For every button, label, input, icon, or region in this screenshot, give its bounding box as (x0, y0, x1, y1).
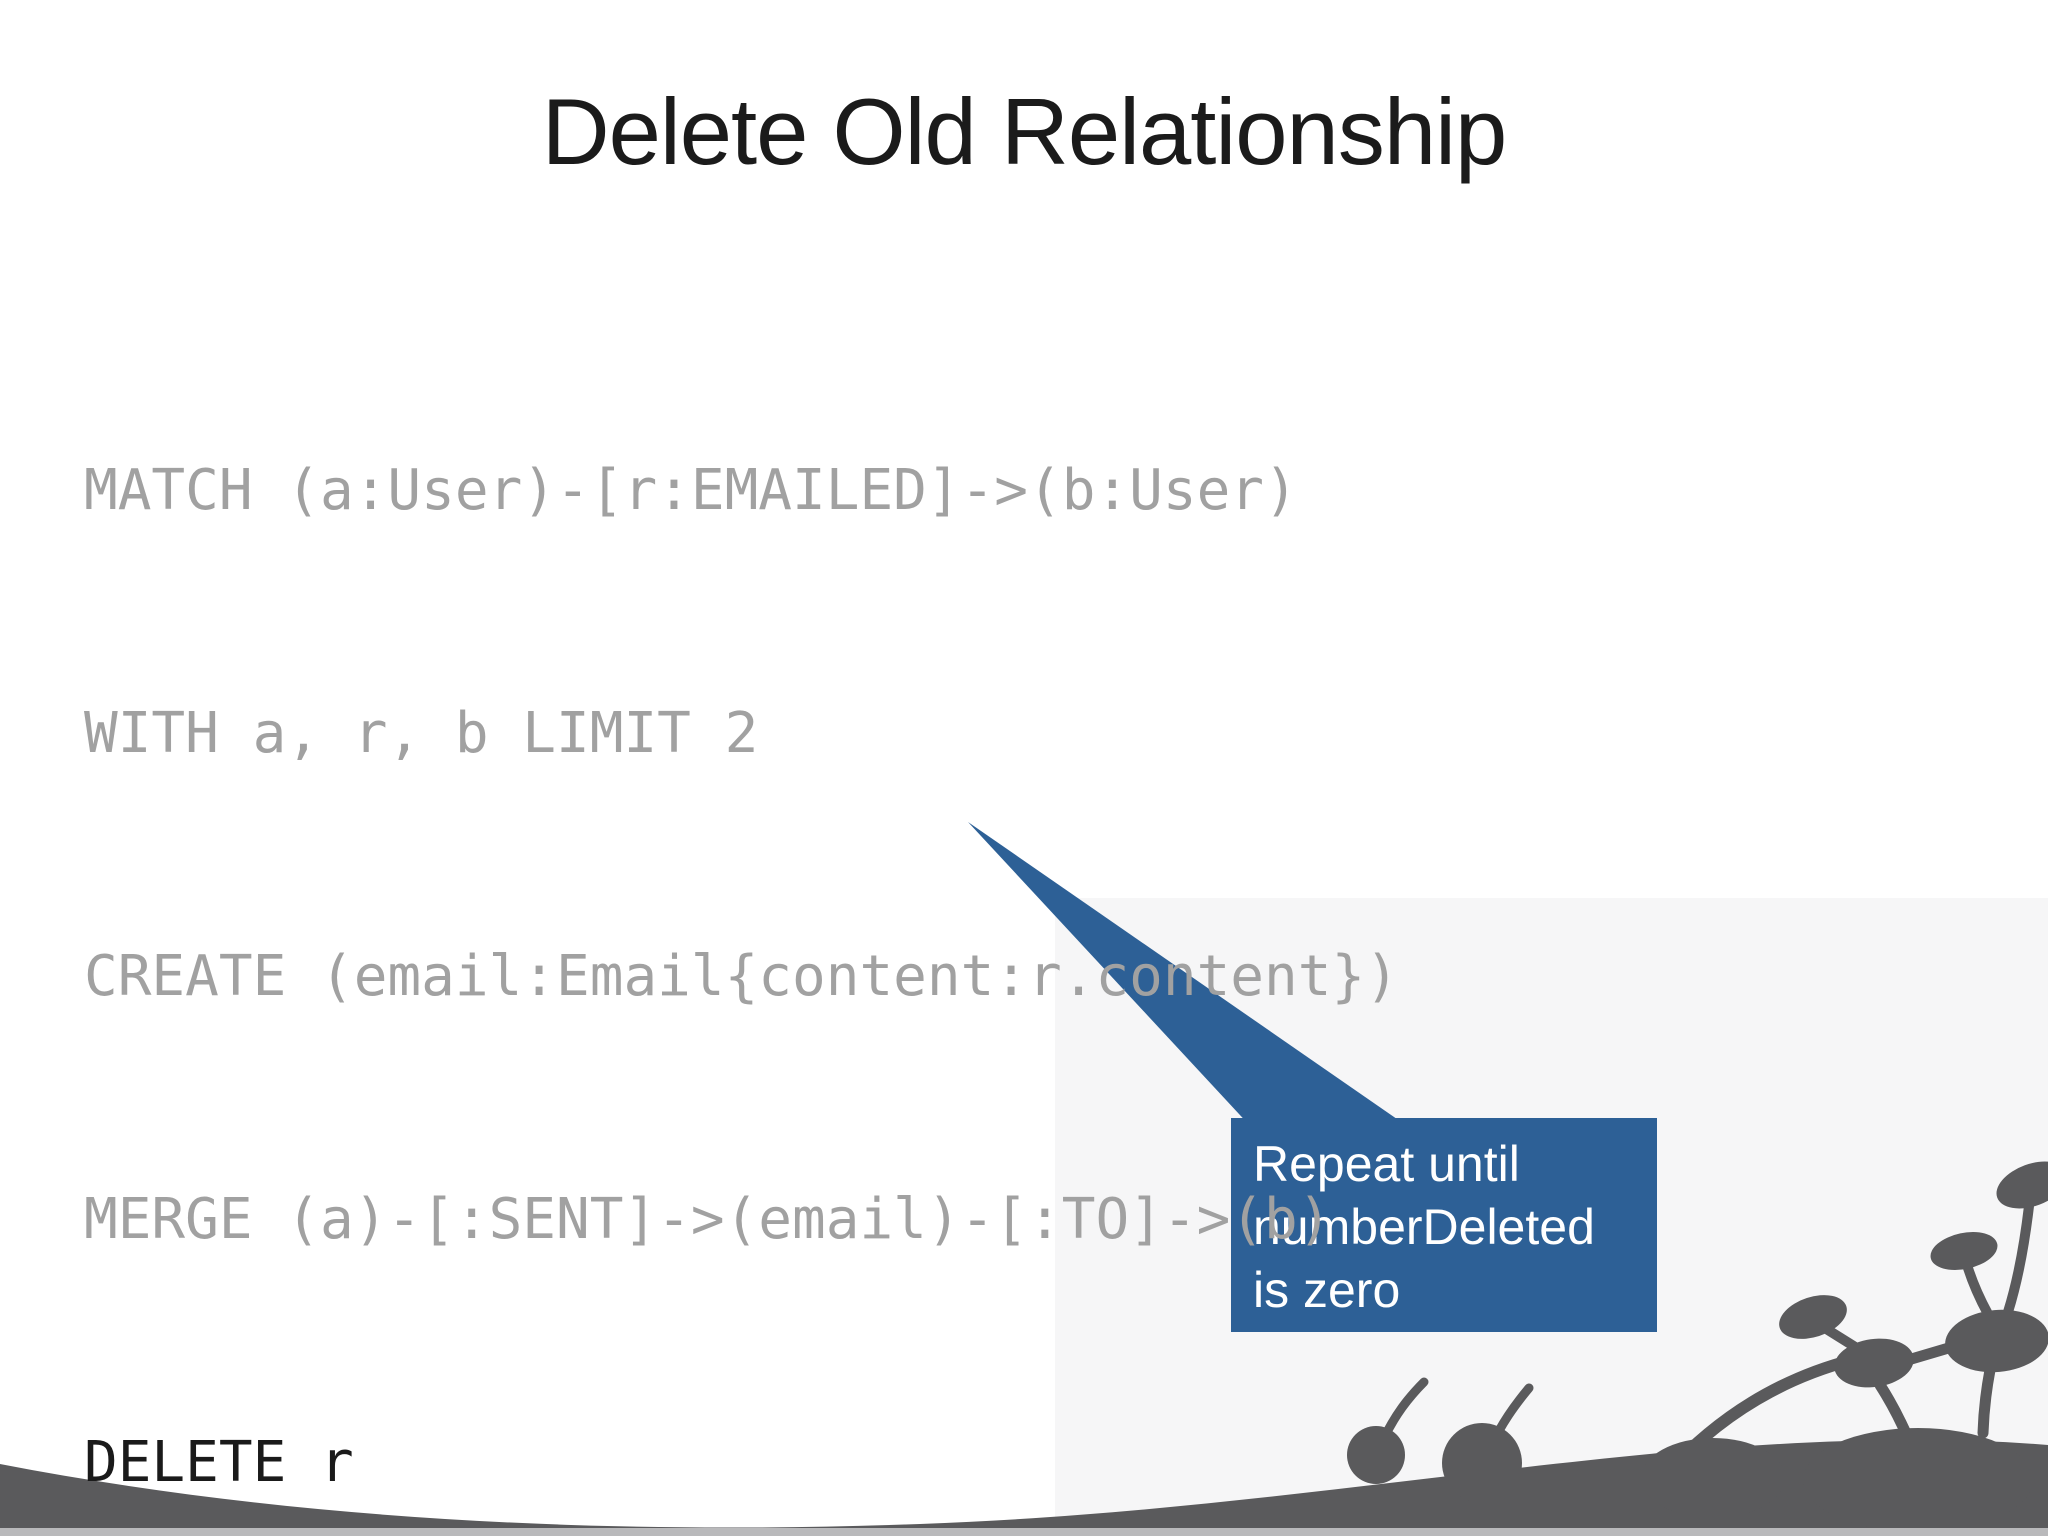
code-line: MERGE (a)-[:SENT]->(email)-[:TO]->(b) (84, 1187, 1332, 1252)
graph-edge (1902, 1341, 1958, 1366)
slide-title: Delete Old Relationship (541, 79, 1508, 184)
code-line: CREATE (email:Email{content:r.content}) (84, 944, 1399, 1009)
code-line: WITH a, r, b LIMIT 2 (84, 701, 759, 766)
graph-mound (1803, 1428, 2033, 1532)
graph-node (1996, 1161, 2048, 1209)
wave-shape (0, 1440, 2048, 1536)
code-line: DELETE r (84, 1430, 354, 1495)
callout-text-line: numberDeleted (1253, 1199, 1595, 1255)
graph-node (1347, 1426, 1405, 1484)
graph-mound (1641, 1438, 1785, 1518)
code-line: MATCH (a:User)-[r:EMAILED]->(b:User) (84, 458, 1298, 523)
callout-box: Repeat until numberDeleted is zero (1231, 1118, 1657, 1332)
graph-node (1834, 1338, 1914, 1388)
cypher-code-block: MATCH (a:User)-[r:EMAILED]->(b:User) WIT… (84, 288, 1399, 1536)
graph-node (1945, 1309, 2048, 1373)
graph-edge (1977, 1364, 1996, 1439)
callout-pointer (968, 822, 1410, 1128)
graph-edge (2003, 1201, 2034, 1317)
graph-edge (1963, 1263, 1993, 1319)
callout-text-line: is zero (1253, 1262, 1401, 1318)
callout-text-line: Repeat until (1253, 1136, 1520, 1192)
graph-node (1930, 1232, 1998, 1270)
graph-decoration (1347, 1161, 2048, 1532)
graph-node (1442, 1423, 1522, 1503)
graph-node (1779, 1295, 1847, 1339)
bottom-strip (0, 1528, 2048, 1536)
